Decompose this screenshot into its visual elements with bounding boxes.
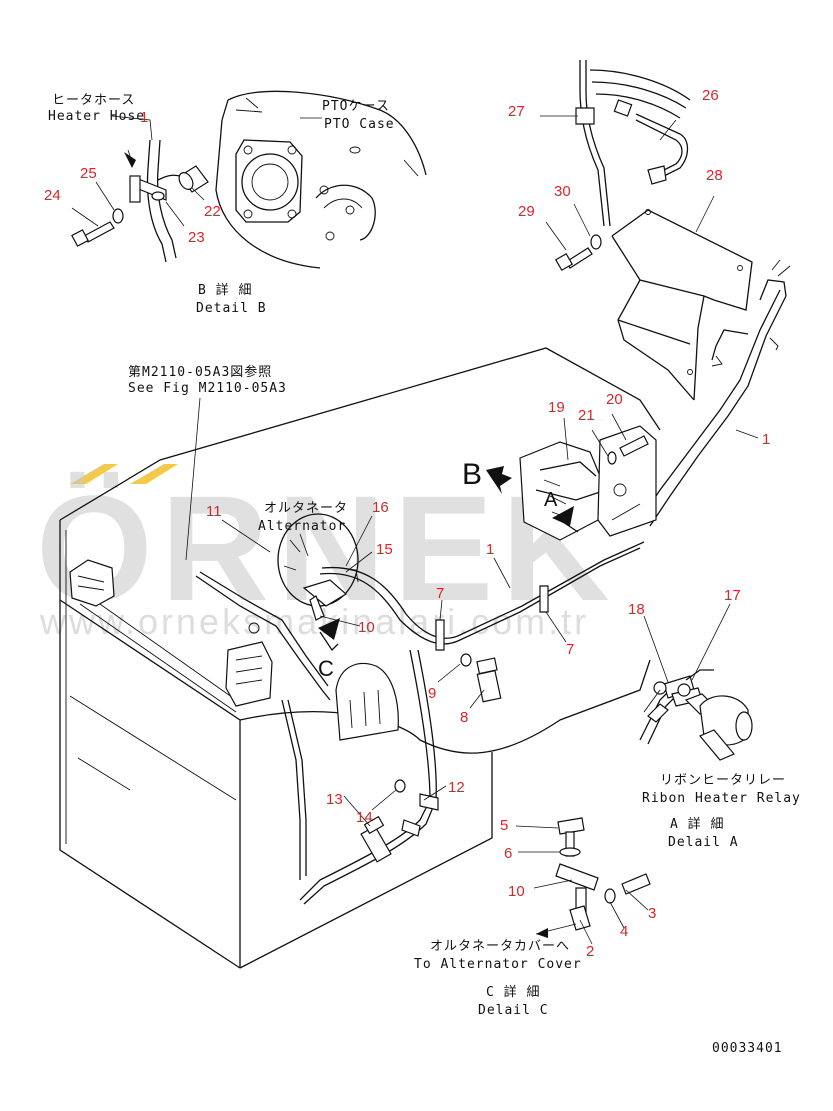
detail-a-title-en: Delail A	[668, 835, 739, 850]
callout-21: 21	[578, 407, 595, 424]
detail-b-text: ヒータホース Heater Hose PTOケース PTO Case B 詳 細…	[48, 93, 395, 316]
callout-30: 30	[554, 183, 571, 200]
callout-22: 22	[204, 203, 221, 220]
detail-b-drawing	[71, 90, 427, 269]
view-a-marker: A	[544, 489, 558, 511]
callout-numbers: 1 25 24 22 23 27 26 30 28 29 19 20 21 1 …	[44, 87, 770, 960]
callout-24: 24	[44, 187, 61, 204]
see-fig-label-en: See Fig M2110-05A3	[128, 381, 287, 396]
drawing-number: 00033401	[712, 1041, 783, 1056]
alt-cover-label-en: To Alternator Cover	[414, 957, 582, 972]
callout-1-harness: 1	[762, 431, 770, 448]
callout-20: 20	[606, 391, 623, 408]
heater-hose-label-en: Heater Hose	[48, 109, 145, 124]
callout-17: 17	[724, 587, 741, 604]
callout-2: 2	[586, 943, 594, 960]
callout-leaders	[71, 115, 759, 945]
callout-29: 29	[518, 203, 535, 220]
callout-11: 11	[206, 503, 222, 520]
callout-13: 13	[326, 791, 343, 808]
callout-1-detail-b: 1	[140, 109, 148, 126]
detail-a-title-ja: A 詳 細	[670, 816, 724, 832]
alt-cover-label-ja: オルタネータカバーへ	[430, 939, 570, 954]
detail-c-text: オルタネータカバーへ To Alternator Cover C 詳 細 Del…	[414, 939, 582, 1018]
detail-c-drawing	[535, 817, 651, 938]
ribbon-relay-label-en: Ribon Heater Relay	[642, 791, 801, 806]
main-engine-drawing	[59, 347, 661, 969]
callout-5: 5	[500, 817, 508, 834]
detail-b-title-ja: B 詳 細	[198, 282, 252, 298]
alternator-label-ja: オルタネータ	[264, 501, 348, 516]
callout-4: 4	[620, 923, 628, 940]
watermark-dot-right	[130, 464, 178, 484]
detail-c-title-ja: C 詳 細	[486, 984, 540, 1000]
alternator-label-en: Alternator	[258, 519, 346, 534]
callout-3: 3	[648, 905, 656, 922]
callout-28: 28	[706, 167, 723, 184]
ribbon-relay-label-ja: リボンヒータリレー	[660, 773, 786, 788]
main-labels: 第M2110-05A3図参照 See Fig M2110-05A3 オルタネータ…	[128, 364, 783, 1056]
detail-c-title-en: Delail C	[478, 1003, 549, 1018]
detail-a-text: リボンヒータリレー Ribon Heater Relay A 詳 細 Delai…	[642, 773, 801, 850]
callout-14: 14	[356, 809, 373, 826]
callout-27: 27	[508, 103, 525, 120]
view-c-marker: C	[318, 656, 334, 681]
callout-12: 12	[448, 779, 465, 796]
callout-19: 19	[548, 399, 565, 416]
callout-8: 8	[460, 709, 468, 726]
callout-23: 23	[188, 229, 205, 246]
callout-25: 25	[80, 165, 97, 182]
callout-16: 16	[372, 499, 389, 516]
see-fig-label-ja: 第M2110-05A3図参照	[128, 364, 272, 380]
view-b-marker: B	[462, 458, 482, 491]
callout-7-upper: 7	[436, 585, 444, 602]
cover-assembly-drawing	[554, 60, 791, 527]
callout-26: 26	[702, 87, 719, 104]
pto-case-label-ja: PTOケース	[322, 99, 390, 114]
callout-10-main: 10	[358, 619, 375, 636]
callout-6: 6	[504, 845, 512, 862]
heater-hose-label-ja: ヒータホース	[52, 93, 135, 108]
callout-9: 9	[428, 685, 436, 702]
callout-10-detail-c: 10	[508, 883, 525, 900]
watermark-dot-left	[70, 464, 118, 484]
callout-15: 15	[376, 541, 393, 558]
detail-a-drawing	[639, 669, 753, 761]
detail-b-title-en: Detail B	[196, 301, 267, 316]
callout-1-main: 1	[486, 541, 494, 558]
pto-case-label-en: PTO Case	[324, 117, 395, 132]
callout-7-lower: 7	[566, 641, 574, 658]
callout-18: 18	[628, 601, 645, 618]
